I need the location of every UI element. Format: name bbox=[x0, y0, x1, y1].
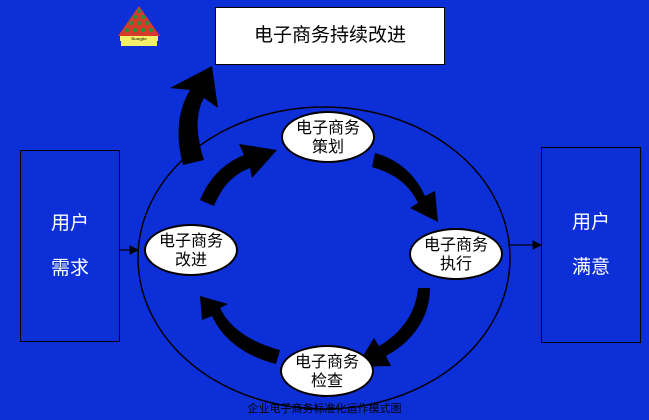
continuous-improvement-box: 电子商务持续改进 bbox=[215, 7, 445, 65]
arrow-execute-to-check bbox=[356, 288, 430, 367]
arrow-improve-to-plan bbox=[200, 144, 277, 206]
cycle-ellipse bbox=[137, 106, 511, 410]
node-check: 电子商务 检查 bbox=[280, 345, 374, 397]
user-demand-line2: 需求 bbox=[50, 257, 89, 279]
user-demand-line1: 用户 bbox=[50, 211, 89, 234]
arrow-check-to-improve bbox=[200, 296, 280, 364]
node-plan: 电子商务 策划 bbox=[281, 111, 375, 163]
user-demand-box: 用户 需求 bbox=[20, 150, 120, 342]
node-improve-line2: 改进 bbox=[174, 250, 207, 269]
node-execute-line2: 执行 bbox=[439, 254, 472, 273]
node-improve-line1: 电子商务 bbox=[158, 230, 223, 250]
arrow-to-continuous-improvement bbox=[170, 66, 218, 165]
arrow-plan-to-execute bbox=[372, 153, 438, 222]
user-satisfaction-line2: 满意 bbox=[571, 256, 610, 278]
node-execute-line1: 电子商务 bbox=[423, 234, 488, 254]
user-satisfaction-box: 用户 满意 bbox=[541, 147, 641, 343]
user-satisfaction-line1: 用户 bbox=[571, 210, 610, 233]
diagram-caption: 企业电子商务标准化运作模式图 bbox=[247, 402, 402, 415]
node-plan-line2: 策划 bbox=[311, 137, 344, 156]
node-plan-line1: 电子商务 bbox=[295, 117, 360, 137]
logo-text: Rongjie bbox=[120, 36, 158, 41]
node-execute: 电子商务 执行 bbox=[409, 228, 503, 280]
node-check-line2: 检查 bbox=[310, 371, 343, 390]
node-improve: 电子商务 改进 bbox=[144, 224, 238, 276]
continuous-improvement-label: 电子商务持续改进 bbox=[253, 24, 406, 47]
node-check-line1: 电子商务 bbox=[294, 351, 359, 371]
